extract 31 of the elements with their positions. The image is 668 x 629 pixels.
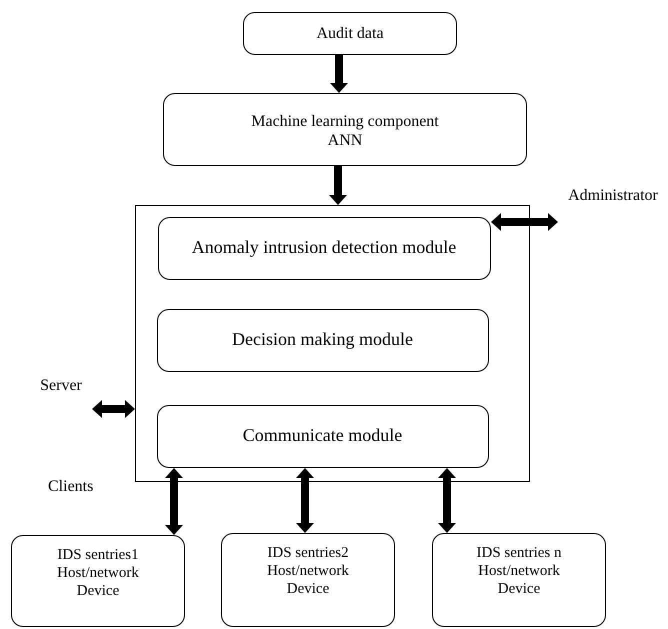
box-title: IDS sentries2 — [266, 544, 350, 562]
box-subtitle: Host/network Device — [56, 564, 140, 600]
box-subtitle: Host/network Device — [477, 562, 561, 598]
box-title: Decision making module — [231, 328, 414, 350]
sentry-box — [221, 533, 395, 627]
input-box — [243, 12, 457, 55]
double-arrow — [491, 213, 558, 231]
sentry-box — [11, 535, 185, 627]
box-title: Audit data — [315, 24, 385, 43]
actor-label: Administrator — [567, 186, 659, 205]
actor-label: Server — [39, 376, 83, 395]
box-title: IDS sentries1 — [56, 546, 140, 564]
box-title: Communicate module — [242, 424, 404, 446]
module-box — [156, 308, 488, 372]
box-title: Anomaly intrusion detection module — [190, 236, 458, 258]
system-container — [135, 205, 530, 482]
double-arrow — [296, 468, 314, 533]
box-subtitle: ANN — [326, 131, 364, 150]
group-label: Clients — [48, 478, 94, 496]
sentry-box — [432, 533, 606, 627]
double-arrow — [165, 468, 183, 535]
module-box — [158, 216, 490, 280]
double-arrow — [92, 400, 135, 418]
arrow — [329, 166, 347, 205]
box-title: IDS sentries n — [476, 544, 562, 562]
process-box — [163, 93, 527, 166]
arrow — [330, 55, 348, 93]
module-box — [156, 404, 488, 468]
box-subtitle: Host/network Device — [266, 562, 350, 598]
double-arrow — [438, 468, 456, 533]
box-title: Machine learning component — [250, 112, 440, 131]
